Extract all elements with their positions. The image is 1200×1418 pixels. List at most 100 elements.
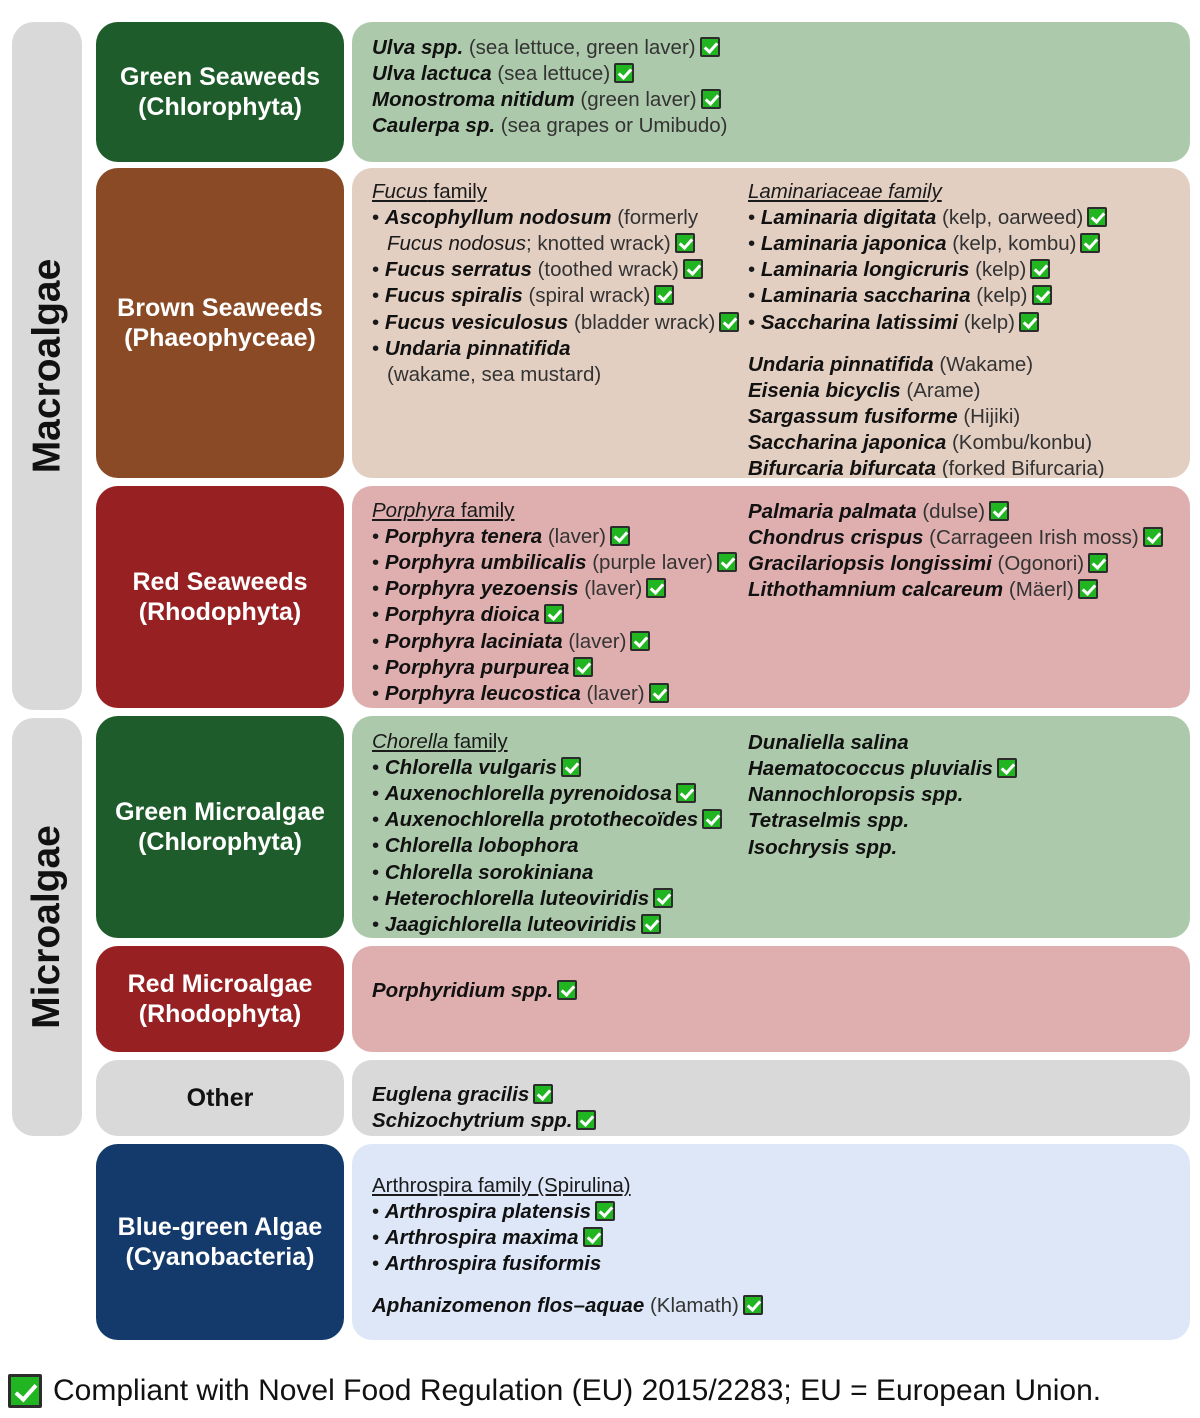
green-check-box-icon [557, 980, 578, 1000]
species-name: Laminaria digitata [760, 206, 937, 229]
species-name: Tetraselmis spp. [748, 809, 910, 833]
bullet-marker: • [372, 577, 385, 601]
common-name: (kelp, kombu) [952, 232, 1077, 256]
green-check-box-icon [576, 1110, 597, 1131]
species-name: Arthrospira platensis [384, 1200, 592, 1223]
rail-macroalgae-label: Macroalgae [25, 258, 69, 474]
green-check-box-icon [717, 552, 738, 573]
species-name: Porphyra laciniata [384, 629, 563, 653]
green-check-box-icon [989, 501, 1010, 521]
panel-columns: Porphyridium spp. [352, 946, 1190, 1052]
family-heading: Arthrospira family (Spirulina) [372, 1174, 631, 1197]
green-check-box-icon [702, 809, 723, 830]
species-name: Arthrospira maxima [384, 1226, 579, 1250]
category-blue-green-algae[interactable]: Blue-green Algae (Cyanobacteria) [96, 1144, 344, 1340]
common-name: (spiral wrack) [528, 284, 651, 308]
bullet-marker: • [748, 206, 761, 229]
taxon-entry: • Porphyra laciniata (laver) [372, 629, 737, 655]
taxon-entry: Euglena gracilis [372, 1082, 596, 1108]
taxon-entry: Sargassum fusiforme (Hijiki) [748, 404, 1107, 430]
taxon-entry: • Chlorella sorokiniana [372, 860, 722, 886]
common-name: (sea lettuce, green laver) [468, 36, 696, 59]
green-check-box-icon [533, 1084, 554, 1104]
category-label: Blue-green Algae (Cyanobacteria) [117, 1212, 323, 1272]
category-red-seaweeds[interactable]: Red Seaweeds (Rhodophyta) [96, 486, 344, 708]
taxon-entry: • Porphyra yezoensis (laver) [372, 576, 737, 602]
taxon-entry: Nannochloropsis spp. [748, 782, 1017, 808]
bullet-marker: • [372, 782, 385, 806]
taxa-column: Porphyridium spp. [372, 978, 578, 1005]
taxa-column: Arthrospira family (Spirulina)• Arthrosp… [372, 1174, 763, 1321]
species-name: Fucus serratus [384, 258, 532, 282]
common-name: (kelp) [975, 258, 1027, 282]
green-check-box-icon [742, 1295, 763, 1316]
bullet-marker: • [372, 808, 385, 832]
category-green-seaweeds[interactable]: Green Seaweeds (Chlorophyta) [96, 22, 344, 162]
taxon-entry: Haematococcus pluvialis [748, 756, 1017, 782]
species-name: Auxenochlorella pyrenoidosa [384, 782, 672, 806]
bullet-marker: • [372, 206, 385, 229]
species-name: Porphyra leucostica [384, 681, 581, 705]
bullet-marker: • [372, 336, 385, 360]
green-check-box-icon [1088, 553, 1109, 574]
taxa-group: Fucus family• Ascophyllum nodosum (forme… [372, 180, 740, 388]
taxa-column: Chorella family• Chlorella vulgaris• Aux… [372, 730, 723, 938]
taxon-entry: Tetraselmis spp. [748, 808, 1017, 834]
species-name: Porphyra umbilicalis [384, 551, 587, 575]
bullet-marker: • [372, 912, 385, 936]
taxon-entry: Bifurcaria bifurcata (forked Bifurcaria) [748, 456, 1107, 478]
category-label: Other [186, 1083, 254, 1112]
category-red-microalgae[interactable]: Red Microalgae (Rhodophyta) [96, 946, 344, 1052]
common-name: (laver) [568, 629, 627, 653]
common-name: (Mäerl) [1008, 578, 1074, 602]
species-name: Isochrysis spp. [748, 835, 898, 859]
species-name: Saccharina japonica [748, 431, 947, 454]
common-name: (kelp) [976, 284, 1028, 308]
green-check-box-icon [675, 783, 696, 804]
category-green-microalgae[interactable]: Green Microalgae (Chlorophyta) [96, 716, 344, 938]
common-name-continued: ; knotted wrack) [526, 232, 671, 256]
category-label: Green Microalgae (Chlorophyta) [115, 797, 325, 857]
green-check-box-icon [996, 758, 1017, 779]
species-name: Eisenia bicyclis [748, 378, 901, 402]
green-check-box-icon [8, 1374, 42, 1408]
category-brown-seaweeds[interactable]: Brown Seaweeds (Phaeophyceae) [96, 168, 344, 478]
species-name: Monostroma nitidum [372, 88, 575, 112]
category-label: Red Seaweeds (Rhodophyta) [132, 567, 308, 627]
species-name: Heterochlorella luteoviridis [384, 886, 650, 910]
taxon-entry: • Fucus serratus (toothed wrack) [372, 257, 739, 283]
common-name-continued: (wakame, sea mustard) [387, 362, 602, 386]
green-check-box-icon [1087, 207, 1108, 227]
bullet-marker: • [372, 284, 385, 308]
taxon-entry: Ulva spp. (sea lettuce, green laver) [372, 35, 728, 61]
taxa-group: Porphyridium spp. [372, 978, 578, 1004]
taxon-entry: Porphyridium spp. [372, 978, 578, 1004]
green-check-box-icon [646, 578, 667, 599]
common-name: (laver) [584, 577, 643, 601]
green-check-box-icon [682, 259, 703, 280]
common-name: (dulse) [922, 500, 986, 523]
taxon-entry: Schizochytrium spp. [372, 1108, 597, 1134]
taxa-group: Chorella family• Chlorella vulgaris• Aux… [372, 730, 723, 938]
taxon-entry: Ulva lactuca (sea lettuce) [372, 61, 728, 87]
common-name: (laver) [586, 681, 645, 705]
green-check-box-icon [640, 913, 661, 934]
taxon-entry: • Laminaria longicruris (kelp) [748, 257, 1107, 283]
green-check-box-icon [648, 682, 669, 703]
green-check-box-icon [1077, 579, 1098, 600]
bullet-marker: • [372, 258, 385, 282]
species-name: Porphyra tenera [384, 525, 543, 548]
green-check-box-icon [1031, 285, 1052, 306]
taxon-entry: • Auxenochlorella protothecoïdes [372, 807, 723, 833]
taxa-group: Porphyra family• Porphyra tenera (laver)… [372, 499, 738, 707]
category-label: Green Seaweeds (Chlorophyta) [119, 62, 321, 122]
category-other[interactable]: Other [96, 1060, 344, 1136]
taxa-group: Arthrospira family (Spirulina)• Arthrosp… [372, 1174, 763, 1277]
taxon-entry: • Undaria pinnatifida(wakame, sea mustar… [372, 336, 739, 388]
species-name: Haematococcus pluvialis [748, 757, 993, 781]
species-name: Ulva spp. [372, 36, 464, 59]
green-check-box-icon [560, 757, 581, 777]
